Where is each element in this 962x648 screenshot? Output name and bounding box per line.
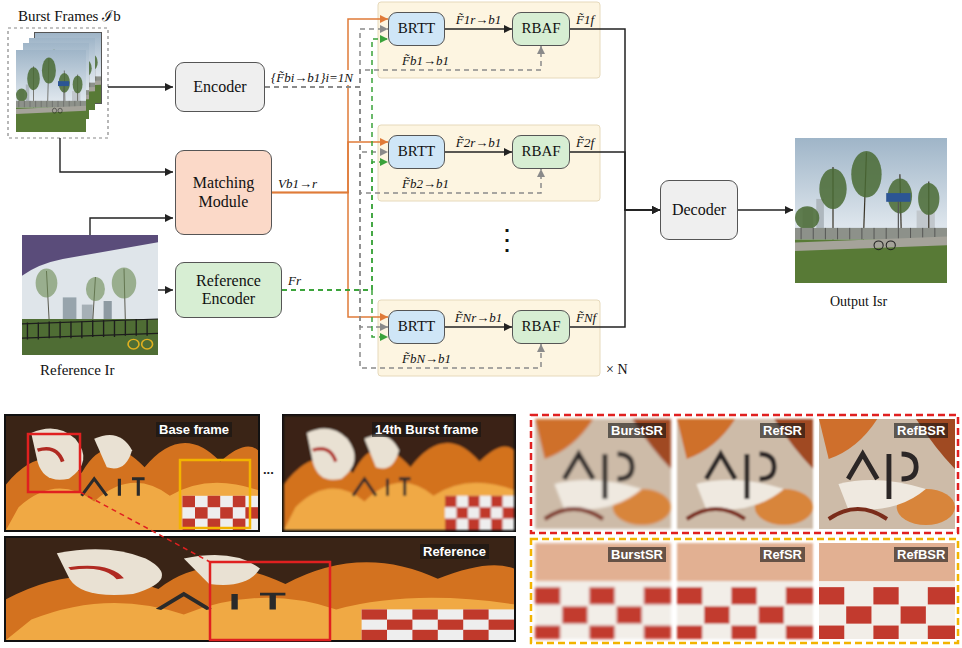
- output-image: [795, 138, 947, 283]
- edge-label: F̃2r→b1: [454, 135, 504, 150]
- wire: [108, 86, 173, 87]
- box-text: RBAF: [521, 20, 560, 37]
- image-label: RefBSR: [894, 547, 948, 562]
- example-figure: [180, 460, 250, 528]
- wire: [60, 87, 793, 290]
- edge-label: F̃2f: [574, 135, 596, 150]
- figure-label: Burst Frames ℐb: [18, 5, 121, 25]
- example-figure: [28, 434, 80, 492]
- connector: [282, 290, 388, 337]
- example-figure: [210, 562, 330, 640]
- image-label: BurstSR: [608, 423, 666, 438]
- connector: [570, 152, 660, 210]
- decoder-box: Decoder: [660, 180, 738, 240]
- rbaf-box: RBAF: [512, 135, 570, 169]
- rbaf-box: RBAF: [512, 310, 570, 344]
- example-figure: [4, 414, 958, 643]
- image-label: RefSR: [760, 423, 805, 438]
- wire: [738, 209, 793, 210]
- box-text: BRTT: [398, 20, 435, 37]
- connector: [272, 142, 388, 193]
- box-text: BRTT: [398, 318, 435, 335]
- image-label: Base frame: [156, 422, 232, 437]
- reference-encoder-box: Reference Encoder: [175, 262, 282, 318]
- example-figure: [535, 419, 671, 529]
- box-text: RBAF: [521, 318, 560, 335]
- example-figure: [80, 492, 210, 562]
- example-figure: [284, 416, 514, 530]
- example-figure: [6, 416, 258, 530]
- edge-label: F̃bN→b1: [400, 351, 453, 366]
- edge-label: Fr: [286, 273, 303, 288]
- figure-label: Reference Ir: [40, 362, 115, 379]
- connector: [265, 87, 541, 368]
- matching-box: Matching Module: [175, 150, 272, 235]
- example-figure: [531, 415, 958, 533]
- edge-label: F̃Nr→b1: [453, 310, 505, 325]
- box-text: Encoder: [193, 78, 246, 96]
- image-label: Reference: [420, 544, 489, 559]
- burst-frames: [8, 28, 108, 138]
- box-text: Decoder: [672, 201, 726, 219]
- example-figure: [819, 419, 955, 529]
- connector: [265, 29, 388, 87]
- example-figure: [677, 543, 813, 639]
- ellipsis: ...: [263, 462, 274, 477]
- example-figure: [4, 414, 260, 532]
- image-label: BurstSR: [608, 547, 666, 562]
- connector: [272, 19, 388, 193]
- burst-frames: [8, 28, 108, 138]
- burst-frames: [16, 50, 86, 132]
- connector: [265, 87, 388, 327]
- edge-label: F̃1r→b1: [454, 12, 504, 27]
- box-text: BRTT: [398, 143, 435, 160]
- branch-panel: [378, 125, 600, 201]
- image-label: RefBSR: [894, 423, 948, 438]
- example-figure: [819, 543, 955, 639]
- repeat-count: × N: [606, 362, 628, 378]
- example-figure: [4, 536, 516, 642]
- example-figure: [531, 539, 958, 643]
- wire: [60, 138, 173, 172]
- example-figure: [282, 414, 516, 532]
- encoder-box: Encoder: [175, 62, 265, 112]
- connector: [445, 28, 512, 30]
- example-figure: [535, 543, 671, 639]
- image-label: RefSR: [760, 547, 805, 562]
- example-figure: [677, 419, 813, 529]
- edge-label: Vb1→r: [276, 176, 319, 191]
- connector: [265, 46, 541, 87]
- branch-panel: [378, 300, 600, 376]
- reference-image: [22, 235, 158, 355]
- connector: [570, 29, 660, 210]
- edge-label: F̃b2→b1: [400, 176, 451, 191]
- connector: [445, 151, 512, 153]
- connector: [265, 87, 541, 193]
- box-text: RBAF: [521, 143, 560, 160]
- connector: [445, 326, 512, 328]
- figure-label: Output Isr: [830, 294, 887, 310]
- brtt-box: BRTT: [388, 135, 445, 169]
- connector: [570, 210, 660, 327]
- rbaf-box: RBAF: [512, 12, 570, 46]
- edge-label: F̃Nf: [574, 310, 598, 325]
- image-label: 14th Burst frame: [372, 422, 481, 437]
- edge-label: F̃b1→b1: [400, 53, 451, 68]
- output-image: [795, 138, 947, 283]
- example-figure: [6, 538, 514, 640]
- edge-label: {F̃bi→b1}i=1N: [269, 70, 355, 85]
- connector: [272, 193, 388, 318]
- brtt-box: BRTT: [388, 12, 445, 46]
- wire: [90, 218, 173, 235]
- box-text: Reference Encoder: [176, 272, 281, 309]
- branch-panel: [378, 2, 600, 78]
- reference-image: [22, 235, 158, 355]
- box-text: Matching Module: [176, 174, 271, 211]
- brtt-box: BRTT: [388, 310, 445, 344]
- wire: [158, 289, 173, 290]
- branch-panel: [378, 2, 600, 376]
- ellipsis: ⋮: [493, 226, 521, 254]
- edge-label: F̃1f: [574, 12, 596, 27]
